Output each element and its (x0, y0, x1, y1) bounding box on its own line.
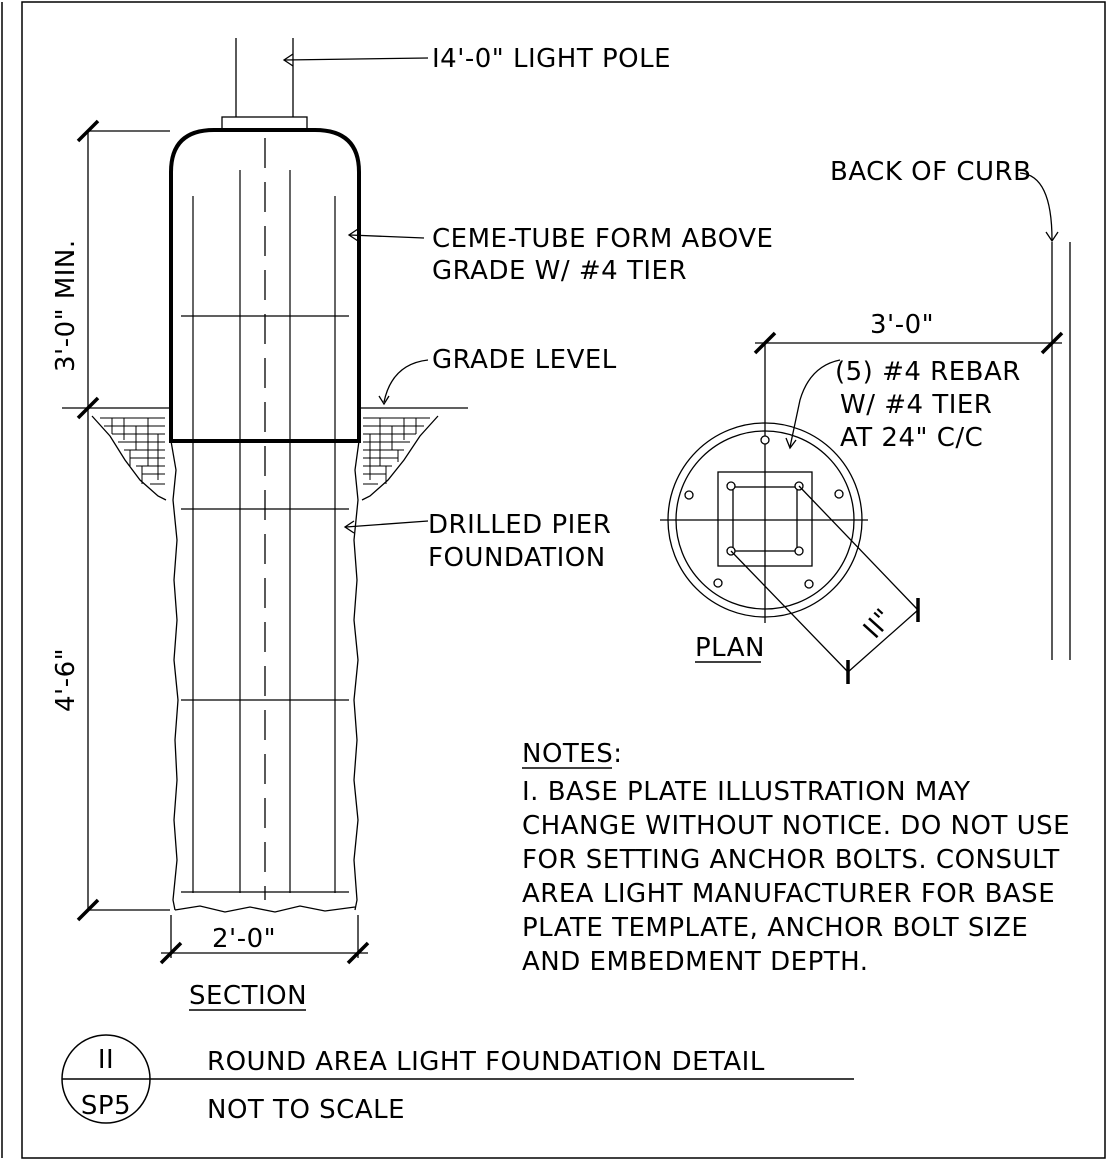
horizontal-ties (181, 315, 349, 893)
grade-level-label: GRADE LEVEL (432, 345, 617, 375)
plan-label: PLAN (695, 633, 765, 663)
rebar-label-2: W/ #4 TIER (840, 390, 992, 420)
vertical-rebar-dots (684, 435, 844, 589)
notes-line: I. BASE PLATE ILLUSTRATION MAY (522, 777, 970, 807)
plate-diagonal-dimension (730, 485, 920, 684)
notes-heading: NOTES: (522, 739, 623, 769)
notes-line: FOR SETTING ANCHOR BOLTS. CONSULT (522, 845, 1060, 875)
horizontal-dimension (159, 915, 370, 965)
callout-leaders (282, 53, 1059, 534)
back-of-curb (1051, 242, 1071, 660)
rebar-label-1: (5) #4 REBAR (835, 357, 1021, 387)
section-view: 3'-0" MIN. 4'-6" 2'-0" SECTION (51, 38, 468, 1011)
dimension-width: 2'-0" (212, 924, 276, 954)
section-label: SECTION (189, 981, 307, 1011)
dimension-below-grade: 4'-6" (51, 648, 81, 712)
notes-line: AREA LIGHT MANUFACTURER FOR BASE (522, 879, 1055, 909)
ceme-tube-form (169, 128, 361, 443)
notes-block: NOTES: I. BASE PLATE ILLUSTRATION MAY CH… (522, 739, 1070, 977)
notes-line: PLATE TEMPLATE, ANCHOR BOLT SIZE (522, 913, 1028, 943)
detail-number: II (98, 1045, 114, 1075)
detail-scale: NOT TO SCALE (207, 1095, 405, 1125)
drilled-pier (170, 440, 360, 913)
grade-line (62, 407, 468, 501)
notes-line: AND EMBEDMENT DEPTH. (522, 947, 869, 977)
soil-hatch (100, 417, 430, 485)
light-pole (221, 38, 308, 131)
drilled-pier-label-2: FOUNDATION (428, 543, 606, 573)
dimension-curb-offset: 3'-0" (870, 310, 934, 340)
plan-pier-outline (660, 422, 868, 623)
vertical-dimension (76, 119, 170, 922)
sheet-number: SP5 (81, 1091, 131, 1121)
plan-curb-dimension (753, 331, 1064, 436)
rebar-label-3: AT 24" C/C (840, 423, 983, 453)
vertical-rebar (192, 170, 336, 893)
drilled-pier-label-1: DRILLED PIER (428, 510, 611, 540)
base-plate (717, 471, 813, 567)
ceme-tube-label-1: CEME-TUBE FORM ABOVE (432, 224, 773, 254)
dimension-plate-diagonal: II" (858, 603, 900, 644)
ceme-tube-label-2: GRADE W/ #4 TIER (432, 256, 687, 286)
light-pole-label: I4'-0" LIGHT POLE (432, 44, 671, 74)
notes-line: CHANGE WITHOUT NOTICE. DO NOT USE (522, 811, 1070, 841)
back-of-curb-label: BACK OF CURB (830, 157, 1031, 187)
dimension-above-grade: 3'-0" MIN. (51, 239, 81, 372)
detail-title: ROUND AREA LIGHT FOUNDATION DETAIL (207, 1047, 765, 1077)
title-block: II SP5 ROUND AREA LIGHT FOUNDATION DETAI… (61, 1034, 854, 1125)
